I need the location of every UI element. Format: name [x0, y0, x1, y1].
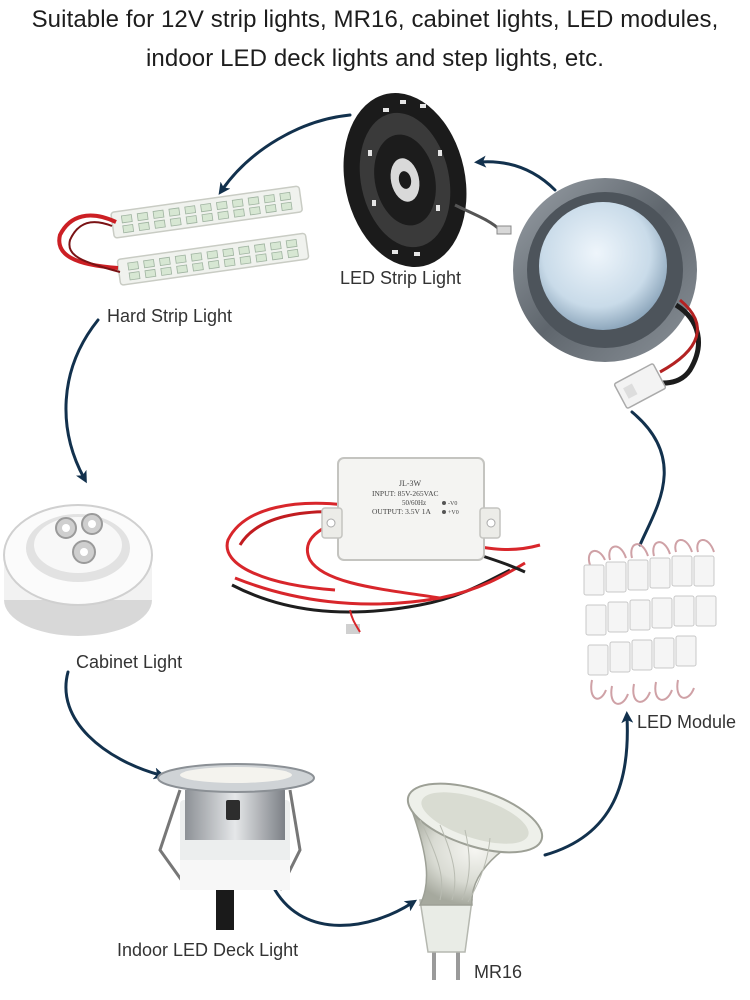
label-indoor-led-deck-light: Indoor LED Deck Light — [117, 940, 298, 960]
led-driver-image: JL-3W INPUT: 85V-265VAC 50/60Hz OUTPUT: … — [225, 457, 541, 634]
cabinet-light-image — [3, 504, 153, 636]
driver-plus: +V0 — [448, 510, 459, 516]
driver-freq: 50/60Hz — [402, 499, 426, 507]
downlight-image — [513, 178, 701, 409]
mr16-image — [406, 782, 544, 980]
hard-strip-light-image — [57, 185, 310, 286]
arrow-deck-to-mr16 — [273, 888, 418, 927]
driver-minus-dot — [442, 501, 446, 505]
driver-output: OUTPUT: 3.5V 1A — [372, 507, 431, 516]
arrow-hard-strip-to-cabinet — [64, 318, 100, 484]
headline-line-2: indoor LED deck lights and step lights, … — [146, 45, 604, 72]
flow-arrows — [64, 113, 666, 927]
arrow-mr16-to-module — [543, 711, 634, 857]
driver-model: JL-3W — [399, 479, 422, 488]
driver-input: INPUT: 85V-265VAC — [372, 489, 439, 498]
led-strip-reel-image — [343, 93, 512, 267]
label-hard-strip-light: Hard Strip Light — [107, 306, 232, 326]
led-module-image — [583, 539, 717, 705]
arrow-strip-to-hard-strip — [218, 113, 352, 195]
arrow-downlight-to-strip — [474, 155, 557, 192]
connector-downlight-to-module — [630, 410, 666, 547]
headline-line-1: Suitable for 12V strip lights, MR16, cab… — [31, 6, 719, 33]
arrow-cabinet-to-deck — [64, 670, 166, 780]
deck-light-image — [157, 763, 315, 930]
label-mr16: MR16 — [474, 962, 522, 982]
label-cabinet-light: Cabinet Light — [76, 652, 182, 672]
label-led-strip-light: LED Strip Light — [340, 268, 461, 288]
driver-plus-dot — [442, 510, 446, 514]
driver-minus: -V0 — [448, 501, 457, 507]
label-led-module: LED Module — [637, 712, 736, 732]
